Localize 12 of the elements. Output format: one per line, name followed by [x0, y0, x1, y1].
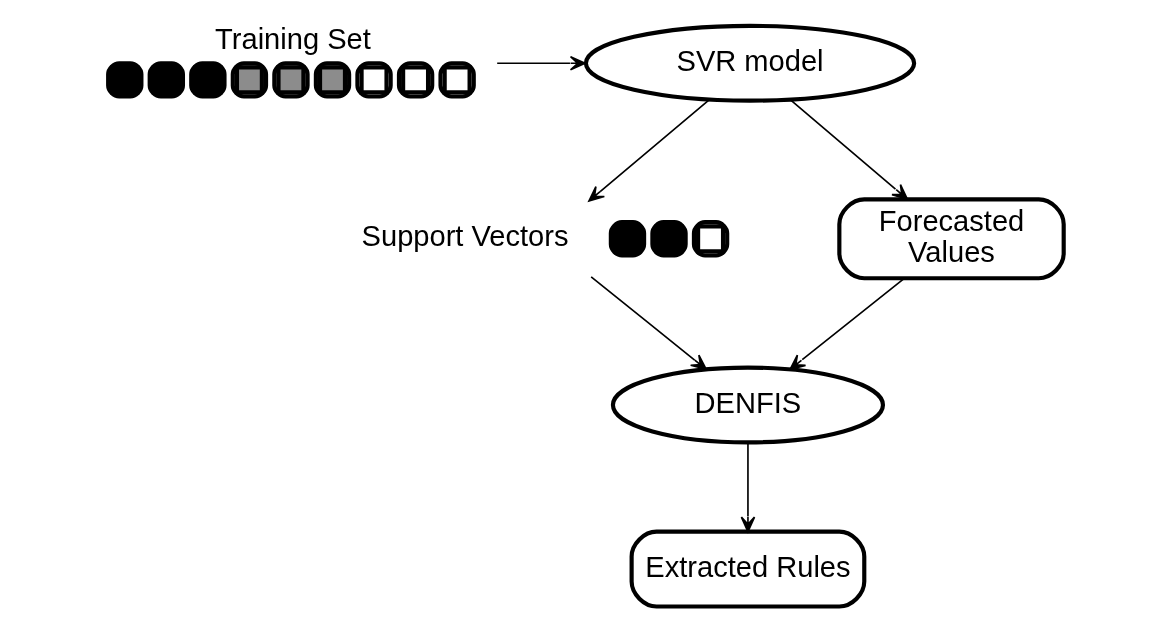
arrow: [789, 99, 909, 200]
node-box: Forecasted Values: [837, 197, 1066, 281]
arrow: [496, 55, 586, 71]
arrow: [740, 441, 756, 533]
arrow: [789, 277, 906, 371]
node-label: Support Vectors: [361, 220, 569, 253]
node-box: Extracted Rules: [629, 529, 867, 609]
node-label: Training Set: [215, 23, 371, 56]
node-ellipse: DENFIS: [610, 365, 886, 445]
arrow: [588, 99, 710, 202]
arrow: [590, 276, 707, 371]
node-ellipse: SVR model: [583, 23, 917, 103]
